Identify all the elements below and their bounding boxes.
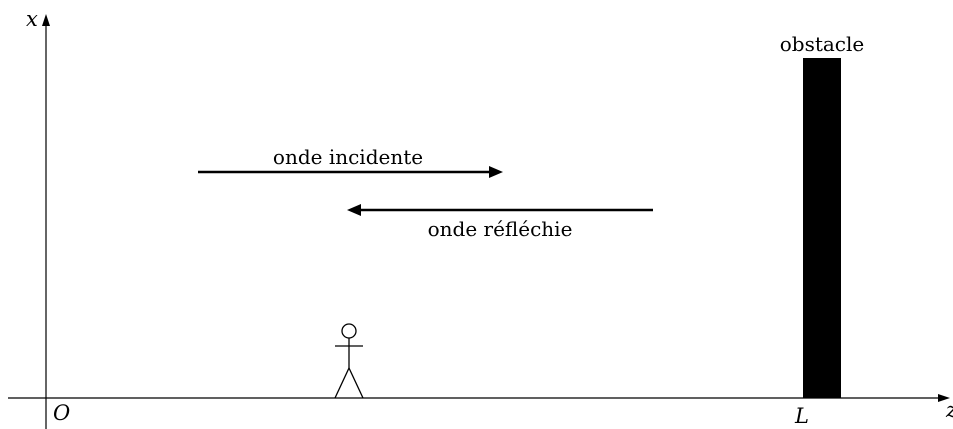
person-icon <box>334 323 364 399</box>
incident-wave-label: onde incidente <box>273 145 423 169</box>
origin-label: O <box>53 401 70 425</box>
reflected-wave: onde réfléchie <box>347 204 653 241</box>
person-left-leg <box>334 367 350 399</box>
end-label: L <box>794 404 809 428</box>
horizontal-axis-arrowhead <box>938 394 950 402</box>
obstacle-block <box>803 58 841 398</box>
person-right-leg <box>348 367 364 399</box>
reflected-wave-label: onde réfléchie <box>428 217 573 241</box>
person-head <box>341 323 357 339</box>
vertical-axis-label: x <box>26 7 38 31</box>
reflected-wave-arrowhead <box>347 204 361 216</box>
vertical-axis: x <box>26 7 50 429</box>
obstacle-label: obstacle <box>780 32 865 56</box>
incident-wave: onde incidente <box>198 145 503 178</box>
obstacle: obstacle <box>780 32 865 398</box>
horizontal-axis-label: z <box>945 398 953 422</box>
horizontal-axis: z <box>8 394 953 422</box>
incident-wave-arrowhead <box>489 166 503 178</box>
vertical-axis-arrowhead <box>42 14 50 26</box>
